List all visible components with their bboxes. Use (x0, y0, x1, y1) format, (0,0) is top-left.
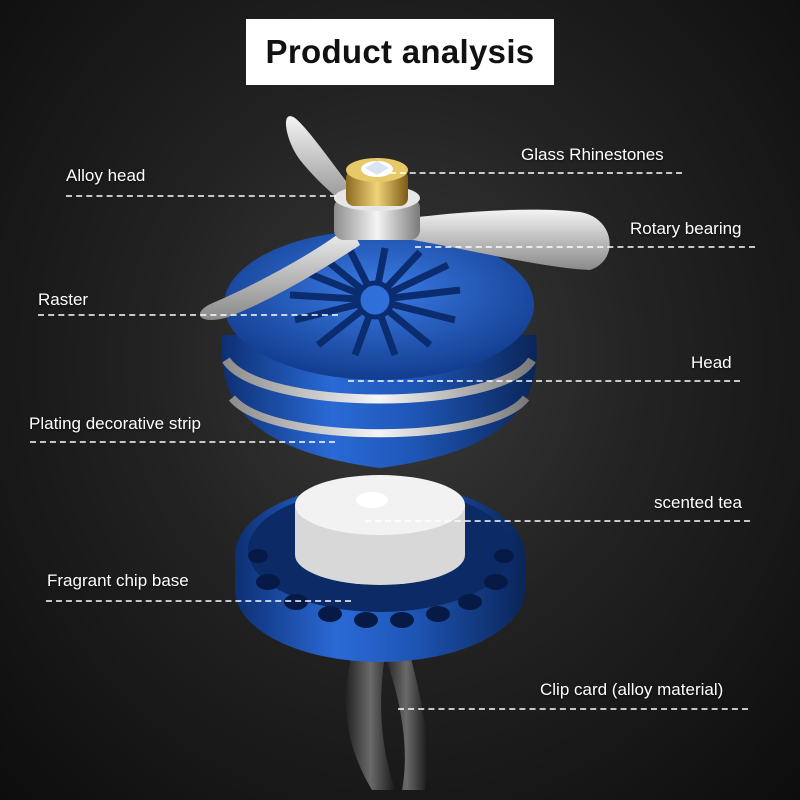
label-chip-base: Fragrant chip base (47, 571, 189, 590)
label-alloy-head: Alloy head (66, 166, 146, 185)
raster-shape (289, 247, 461, 357)
label-raster: Raster (38, 290, 89, 309)
leader-rotary-bearing (415, 246, 755, 248)
leader-alloy-head (66, 195, 336, 197)
leader-scented-tea (365, 520, 750, 522)
glass-rhinestone-shape (361, 161, 393, 177)
label-rotary-bearing: Rotary bearing (630, 219, 742, 238)
leader-plating-strip (30, 441, 335, 443)
leader-clip-card (398, 708, 748, 710)
title-banner: Product analysis (246, 19, 554, 85)
leader-head (348, 380, 740, 382)
alloy-head-shape (334, 158, 420, 240)
clip-card-shape (345, 655, 428, 790)
leader-chip-base (46, 600, 351, 602)
leader-glass-rhinestones (390, 172, 682, 174)
leader-raster (38, 314, 338, 316)
page-title: Product analysis (265, 33, 535, 70)
label-scented-tea: scented tea (654, 493, 742, 512)
scented-tea-shape (295, 475, 465, 585)
label-glass-rhinestones: Glass Rhinestones (521, 145, 664, 164)
label-head: Head (691, 353, 732, 372)
label-clip-card: Clip card (alloy material) (540, 680, 724, 699)
label-plating-strip: Plating decorative strip (29, 414, 201, 433)
